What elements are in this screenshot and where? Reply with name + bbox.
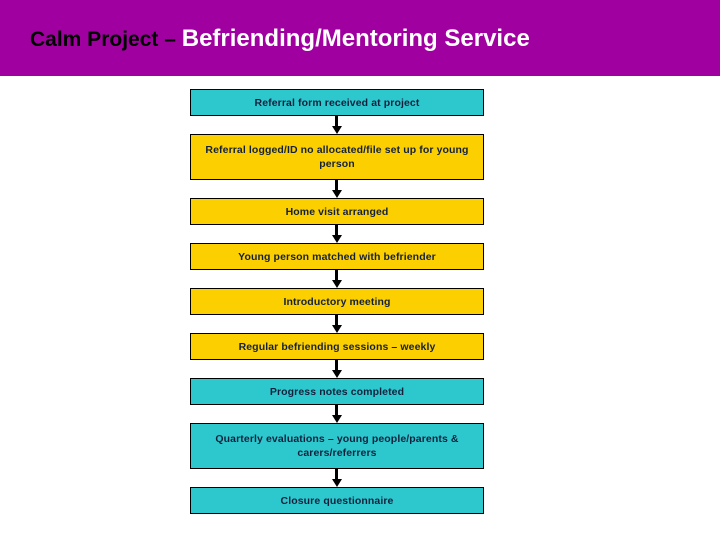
flow-arrow-down-icon — [331, 469, 342, 487]
flow-arrow-down-icon — [331, 225, 342, 243]
flow-node-regular-sessions: Regular befriending sessions – weekly — [190, 333, 484, 360]
flow-node-label: Referral logged/ID no allocated/file set… — [205, 144, 469, 170]
flow-node-label: Quarterly evaluations – young people/par… — [215, 433, 459, 459]
flow-node-closure-questionnaire: Closure questionnaire — [190, 487, 484, 514]
page-title: Calm Project – Befriending/Mentoring Ser… — [30, 27, 530, 51]
page-title-main: Befriending/Mentoring Service — [181, 25, 530, 52]
header-banner: Calm Project – Befriending/Mentoring Ser… — [0, 0, 720, 76]
flow-node-label: Closure questionnaire — [280, 494, 394, 507]
flow-node-progress-notes: Progress notes completed — [190, 378, 484, 405]
flow-node-young-person-matched: Young person matched with befriender — [190, 243, 484, 270]
flow-arrow-down-icon — [331, 315, 342, 333]
flow-node-quarterly-evaluations: Quarterly evaluations – young people/par… — [190, 423, 484, 469]
flow-node-label: Young person matched with befriender — [238, 250, 436, 263]
flow-node-home-visit-arranged: Home visit arranged — [190, 198, 484, 225]
flow-arrow-down-icon — [331, 270, 342, 288]
flow-node-label: Introductory meeting — [283, 295, 391, 308]
flow-node-label: Regular befriending sessions – weekly — [238, 340, 436, 353]
flow-arrow-down-icon — [331, 405, 342, 423]
page-title-prefix: Calm Project – — [30, 28, 182, 51]
flow-arrow-down-icon — [331, 116, 342, 134]
flow-node-label: Progress notes completed — [269, 385, 405, 398]
flow-arrow-down-icon — [331, 180, 342, 198]
flow-arrow-down-icon — [331, 360, 342, 378]
flow-node-label: Referral form received at project — [254, 96, 420, 109]
flow-node-referral-form-received: Referral form received at project — [190, 89, 484, 116]
flow-node-referral-logged: Referral logged/ID no allocated/file set… — [190, 134, 484, 180]
flow-node-introductory-meeting: Introductory meeting — [190, 288, 484, 315]
flow-node-label: Home visit arranged — [285, 205, 389, 218]
